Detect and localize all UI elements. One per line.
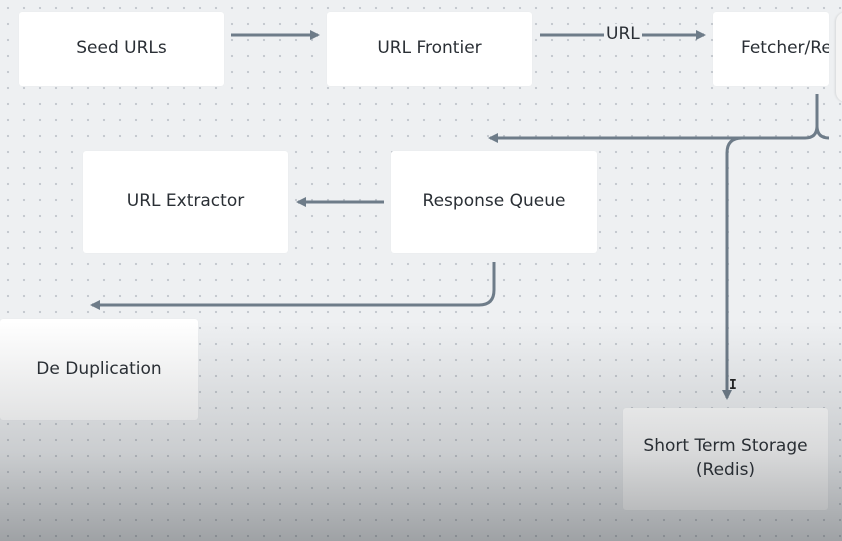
node-seed-urls-label: Seed URLs [76,38,167,59]
window-edge-sliver [836,12,842,102]
node-url-frontier-label: URL Frontier [377,38,482,59]
node-url-frontier[interactable]: URL Frontier [327,12,532,86]
node-response-queue[interactable]: Response Queue [391,151,597,253]
node-response-queue-label: Response Queue [422,191,566,212]
text-cursor-icon: I [729,378,737,393]
node-short-term-storage[interactable]: Short Term Storage (Redis) [623,408,828,510]
node-short-term-storage-line2: (Redis) [695,460,756,480]
node-fetcher-label: Fetcher/Re [741,38,829,59]
node-fetcher[interactable]: Fetcher/Re [713,12,829,86]
node-short-term-storage-line1: Short Term Storage [643,436,808,457]
arrow-branch-to-storage [722,136,743,400]
arrow-fetcher-to-response-queue [488,94,819,143]
arrow-fetcher-to-storage [815,125,830,140]
arrow-queue-to-dedup [90,262,496,310]
node-seed-urls[interactable]: Seed URLs [19,12,224,86]
node-url-extractor[interactable]: URL Extractor [83,151,288,253]
edge-label-url: URL [604,24,642,44]
node-de-duplication[interactable]: De Duplication [0,319,198,420]
node-de-duplication-label: De Duplication [36,358,162,379]
node-url-extractor-label: URL Extractor [126,191,245,212]
